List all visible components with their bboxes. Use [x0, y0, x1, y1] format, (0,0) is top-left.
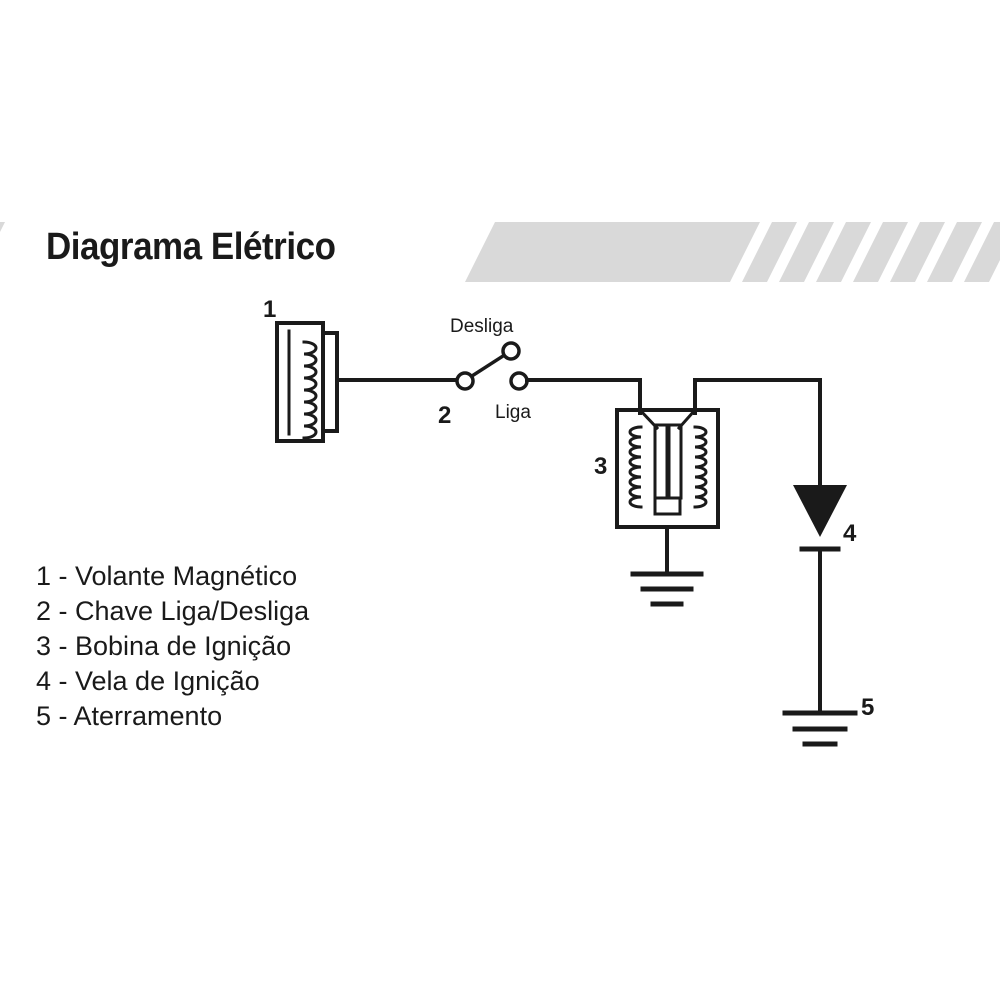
label-component-4: 4 — [843, 520, 857, 547]
legend-item-1: 1 - Volante Magnético — [36, 561, 298, 591]
switch-symbol — [455, 341, 529, 391]
spark-plug-symbol — [793, 485, 847, 714]
wire-coil-sparkplug — [693, 378, 822, 487]
banner-block — [465, 222, 760, 282]
banner-stripe — [964, 222, 1000, 282]
legend-item-3: 3 - Bobina de Ignição — [36, 631, 292, 661]
legend-list: 1 - Volante Magnético 2 - Chave Liga/Des… — [36, 559, 309, 734]
banner-stripe — [742, 222, 797, 282]
banner-stripe — [816, 222, 871, 282]
legend-item-5: 5 - Aterramento — [36, 701, 223, 731]
label-switch-off: Desliga — [450, 316, 514, 337]
banner-stripe — [927, 222, 982, 282]
ground-symbol — [782, 710, 858, 747]
label-component-5: 5 — [861, 694, 874, 721]
coil-ground-symbol — [630, 571, 704, 607]
ignition-coil-symbol — [615, 407, 720, 576]
label-component-2: 2 — [438, 402, 451, 429]
magnetic-flywheel-symbol — [275, 321, 339, 443]
legend-item-4: 4 - Vela de Ignição — [36, 666, 260, 696]
banner-stripe — [779, 222, 834, 282]
banner-stripe-left — [0, 222, 5, 232]
header-banner — [0, 222, 1000, 282]
banner-stripe — [853, 222, 908, 282]
legend-item-2: 2 - Chave Liga/Desliga — [36, 596, 310, 626]
wire-switch-coil — [525, 378, 642, 415]
label-switch-on: Liga — [495, 402, 531, 423]
banner-stripe — [890, 222, 945, 282]
label-component-1: 1 — [263, 296, 276, 323]
label-component-3: 3 — [594, 453, 607, 480]
diagram-title: Diagrama Elétrico — [46, 226, 336, 268]
